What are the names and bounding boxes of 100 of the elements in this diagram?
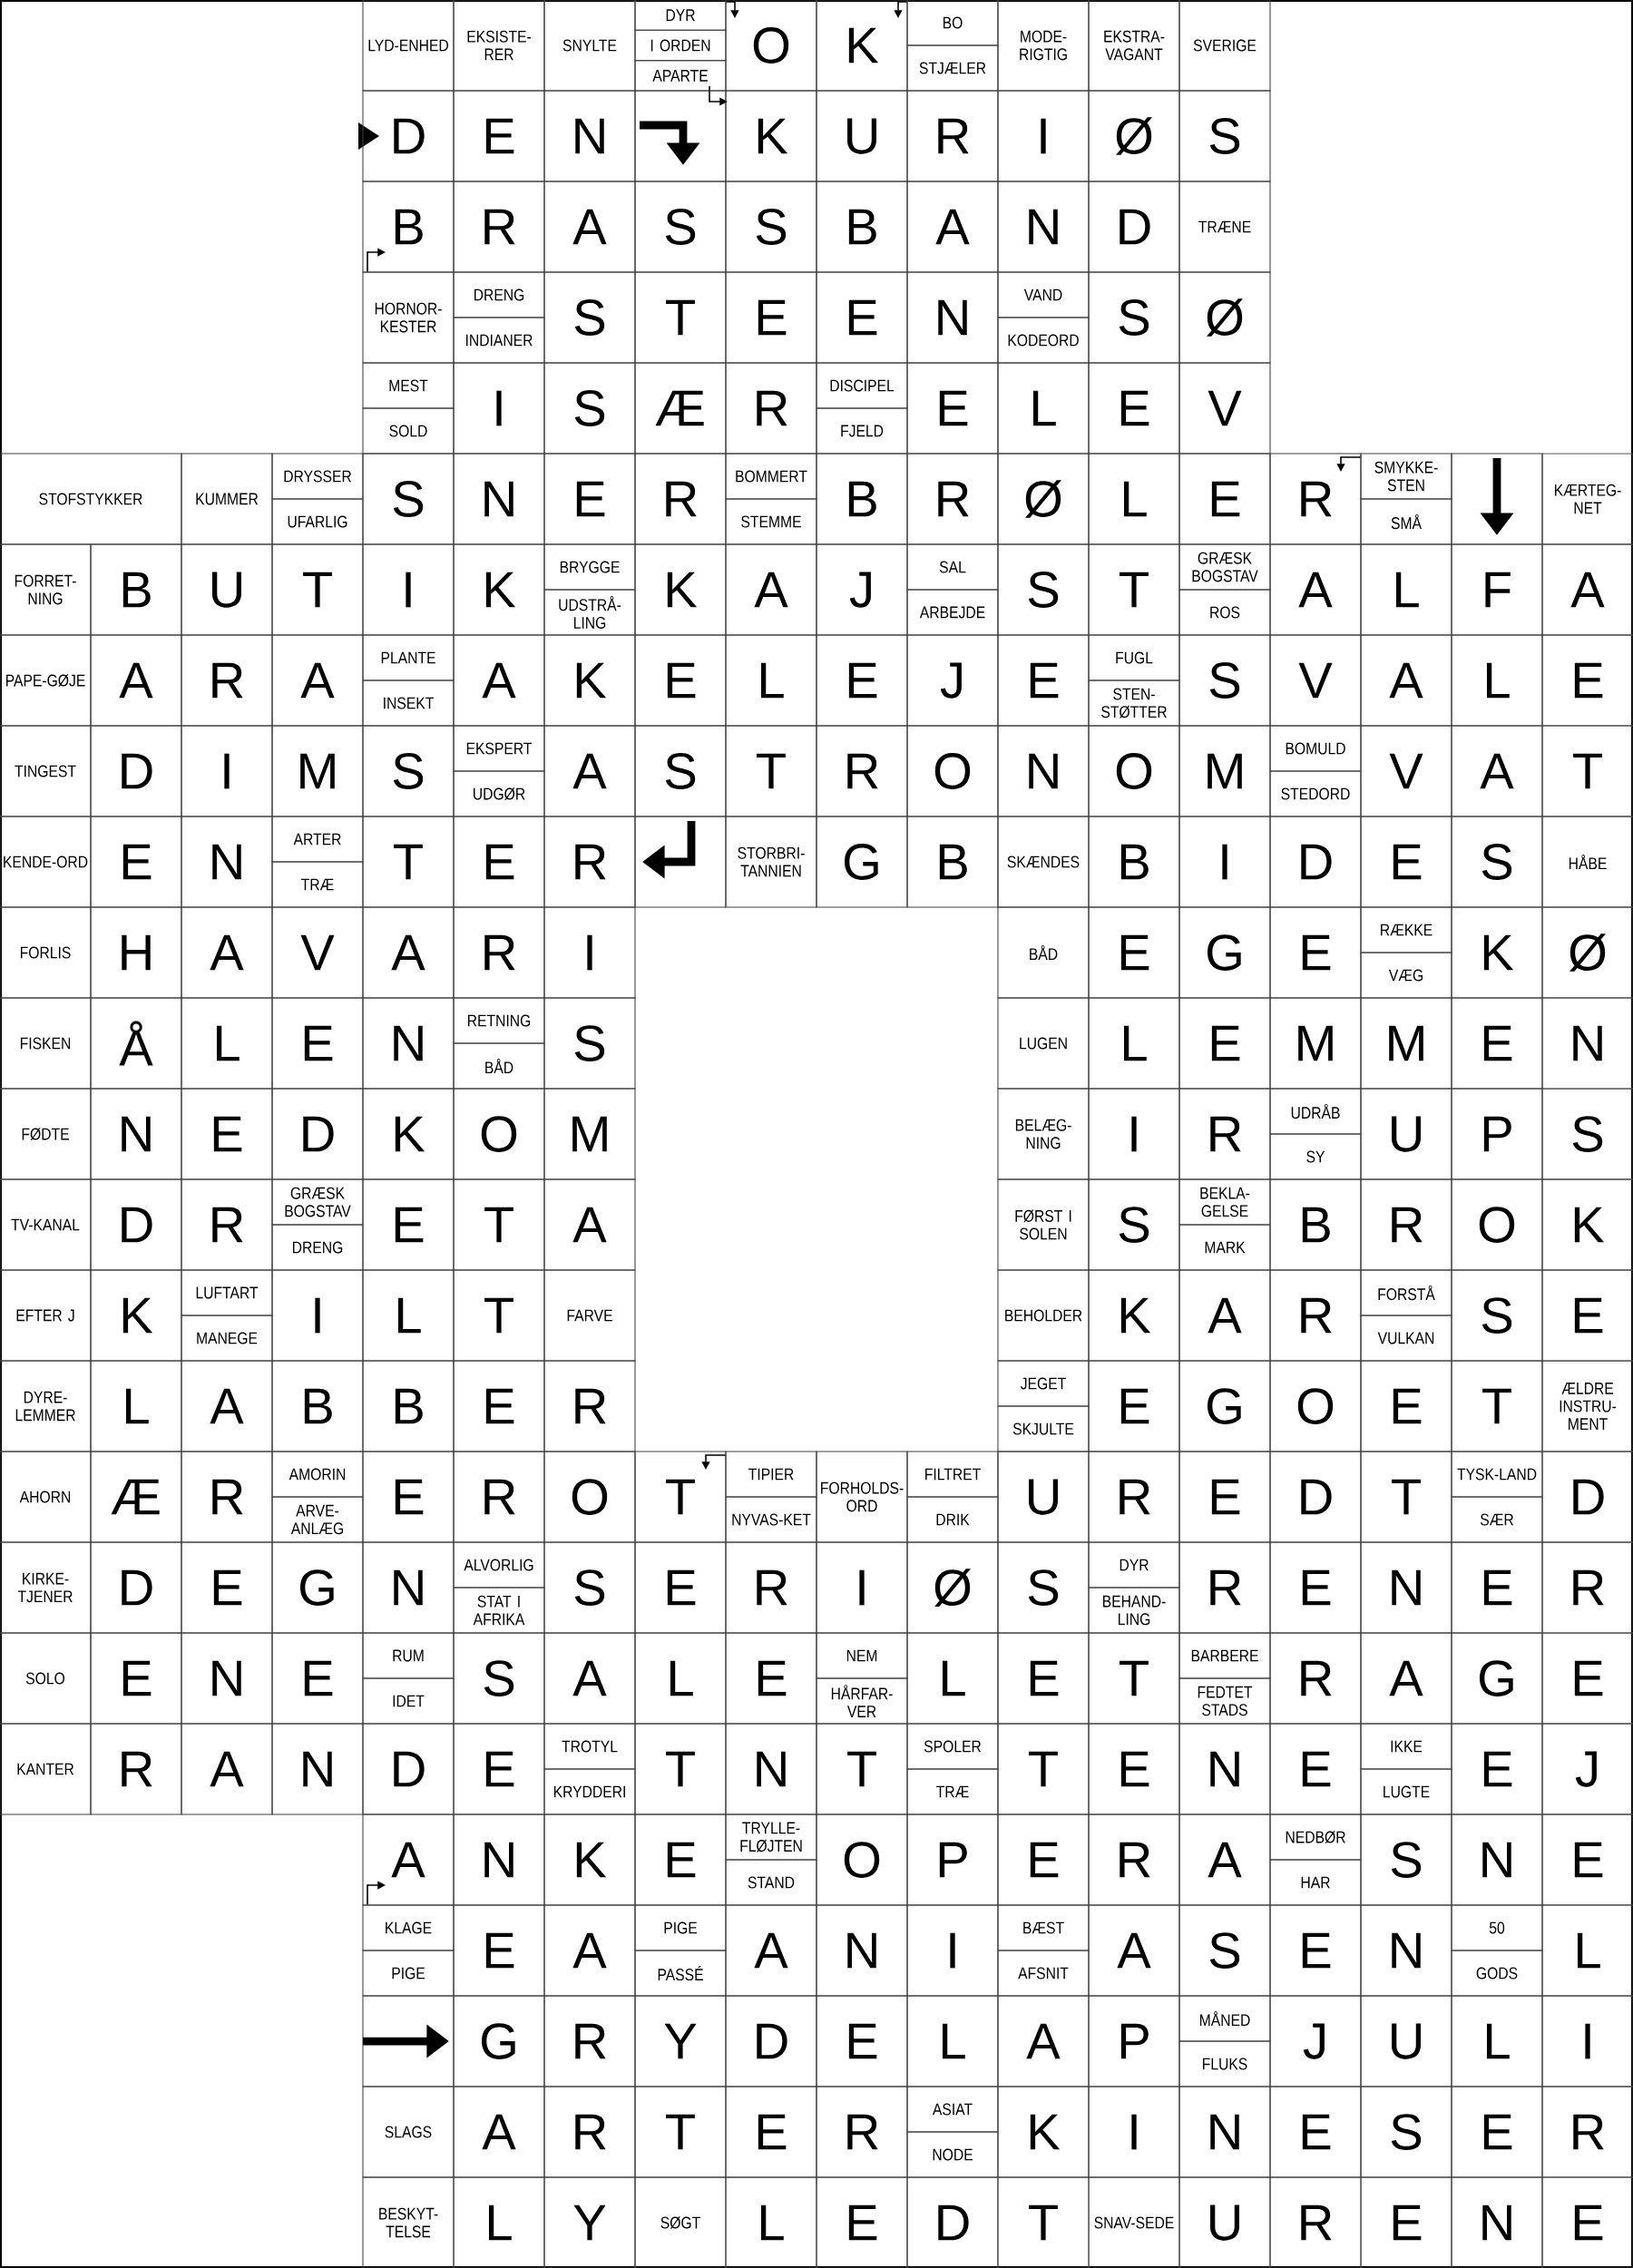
letter-cell: M [271,725,364,817]
letter-cell: P [1088,1995,1180,2087]
clue-cell: KÆRTEG-NET [1541,453,1633,545]
letter-cell: S [1088,271,1180,364]
clue-cell: FILTRET [906,1451,999,1498]
letter-cell: E [1088,1360,1180,1452]
clue-cell: DYR [1088,1541,1180,1589]
clue-cell: LUGTE [1360,1768,1452,1815]
letter-cell: T [634,2086,727,2178]
letter-cell: I [816,1541,908,1634]
letter-cell: R [181,1178,273,1271]
letter-cell: S [1088,1178,1180,1271]
letter-cell: N [271,1723,364,1815]
clue-cell: DRYSSER [271,453,364,500]
clue-cell: BOMMERT [725,453,817,500]
clue-cell: ALVORLIG [453,1541,545,1589]
letter-cell: K [543,1813,636,1906]
clue-cell: MEST [362,362,455,409]
letter-cell: K [634,543,727,636]
letter-cell: T [816,1723,908,1815]
letter-cell: R [90,1723,182,1815]
letter-cell: R [1088,1451,1180,1543]
clue-cell: FARVE [543,1269,636,1362]
letter-cell: S [997,1541,1090,1634]
clue-cell: MÅNED [1178,1995,1271,2042]
letter-cell: Ø [1541,906,1633,999]
letter-cell: Y [634,1995,727,2087]
letter-cell: D [90,1178,182,1271]
letter-cell: K [362,1088,455,1180]
letter-cell: S [1451,1269,1543,1362]
letter-cell: K [725,90,817,182]
letter-cell: A [725,543,817,636]
clue-cell: SNAV-SEDE [1088,2176,1180,2268]
letter-cell: L [1541,1904,1633,1997]
letter-cell: B [90,543,182,636]
letter-cell: E [1360,816,1452,908]
letter-cell: R [181,1451,273,1543]
letter-cell: R [453,906,545,999]
clue-cell: DRENG [271,1224,364,1271]
clue-cell: FØDTE [0,1088,92,1180]
letter-cell: A [997,1995,1090,2087]
clue-cell: SOLO [0,1632,92,1725]
clue-cell: SMÅ [1360,498,1452,545]
letter-cell: E [453,1360,545,1452]
clue-cell: NEDBØR [1269,1813,1362,1861]
letter-cell: E [997,634,1090,727]
clue-cell: KRYDDERI [543,1768,636,1815]
clue-cell: AFSNIT [997,1950,1090,1997]
clue-cell: SPOLER [906,1723,999,1770]
letter-cell: U [997,1451,1090,1543]
clue-cell: FUGL [1088,634,1180,681]
letter-cell: S [1178,1904,1271,1997]
letter-cell: E [816,2176,908,2268]
letter-cell: H [90,906,182,999]
letter-cell: I [1178,816,1271,908]
letter-cell: O [1451,1178,1543,1271]
clue-cell: BÆST [997,1904,1090,1951]
clue-cell: NEM [816,1632,908,1679]
letter-cell: E [634,634,727,727]
clue-cell: UDRÅB [1269,1088,1362,1135]
letter-cell: E [997,1632,1090,1725]
clue-cell: KLAGE [362,1904,455,1951]
letter-cell: K [1541,1178,1633,1271]
letter-cell: E [543,453,636,545]
letter-cell: D [90,725,182,817]
letter-cell: R [1269,2176,1362,2268]
letter-cell: S [543,362,636,455]
clue-cell: BOMULD [1269,725,1362,772]
clue-cell: RUM [362,1632,455,1679]
clue-cell: KANTER [0,1723,92,1815]
letter-cell: E [1088,362,1180,455]
letter-cell: N [453,453,545,545]
clue-cell: LUFTART [181,1269,273,1316]
letter-cell: S [543,271,636,364]
letter-cell: U [1360,1088,1452,1180]
letter-cell: A [181,906,273,999]
letter-cell: I [1088,2086,1180,2178]
clue-cell: INDIANER [453,317,545,364]
letter-cell: E [1269,906,1362,999]
letter-cell: I [1541,1995,1633,2087]
clue-cell: IKKE [1360,1723,1452,1770]
clue-cell: SMYKKE-STEN [1360,453,1452,500]
letter-cell: O [725,0,817,92]
letter-cell: D [725,1995,817,2087]
clue-cell: SOLD [362,407,455,455]
letter-cell: E [1451,2086,1543,2178]
letter-cell: E [1269,1904,1362,1997]
letter-cell: R [634,453,727,545]
letter-cell: K [90,1269,182,1362]
letter-cell: S [1360,1813,1452,1906]
letter-cell: N [1541,997,1633,1090]
letter-cell: L [362,1269,455,1362]
clue-cell: HÅBE [1541,816,1633,908]
letter-cell: N [1178,2086,1271,2178]
clue-cell: STEN-STØTTER [1088,679,1180,727]
letter-cell: E [634,1813,727,1906]
letter-cell: N [816,1904,908,1997]
letter-cell: T [362,816,455,908]
clue-cell: UFARLIG [271,498,364,545]
letter-cell: E [362,1451,455,1543]
